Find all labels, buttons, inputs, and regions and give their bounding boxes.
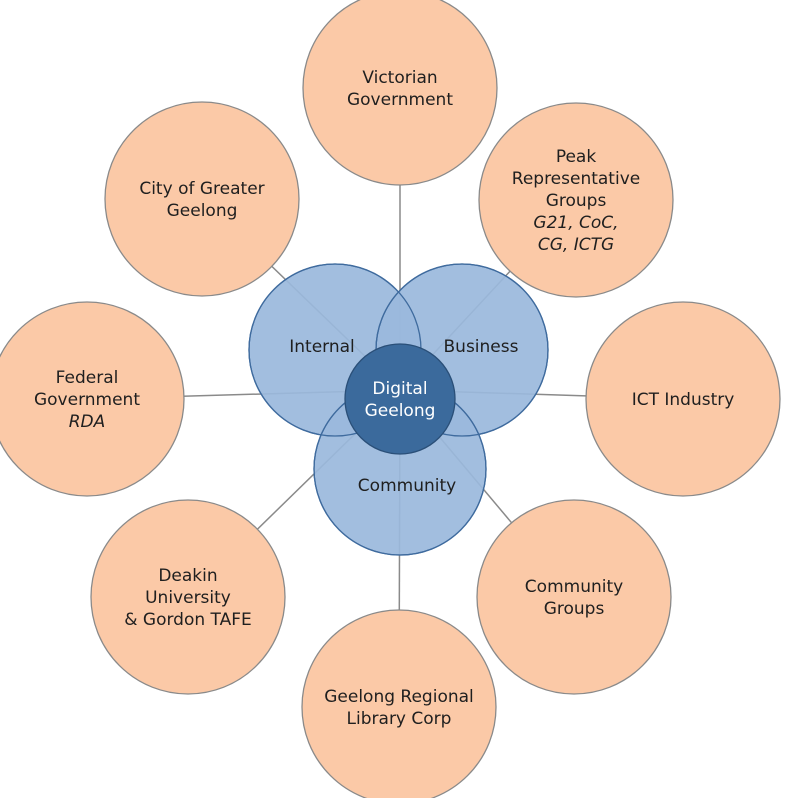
stakeholder-label: Federal [56,368,119,388]
core-label: Digital [372,379,427,399]
stakeholder-circle [585,301,781,497]
sector-label-community: Community [358,476,456,496]
stakeholder-circle [301,609,497,798]
stakeholder-ict-industry: ICT Industry [585,301,781,497]
stakeholder-label: Peak [556,147,597,167]
stakeholder-circle [478,102,674,298]
sector-label-business: Business [444,337,519,357]
sector-label-internal: Internal [289,337,355,357]
stakeholder-label: Government [347,90,453,110]
stakeholder-label: Library Corp [347,709,452,729]
core-circle [344,343,456,455]
stakeholder-label: Representative [512,169,640,189]
stakeholder-circle [0,301,185,497]
stakeholder-circle [476,499,672,695]
stakeholder-label: & Gordon TAFE [124,610,252,630]
stakeholder-circles: VictorianGovernmentPeakRepresentativeGro… [0,0,781,798]
stakeholder-circle [302,0,498,186]
stakeholder-label: Groups [544,599,605,619]
stakeholder-label: Government [34,390,140,410]
stakeholder-label: City of Greater [139,179,264,199]
stakeholder-label: Geelong Regional [324,687,474,707]
stakeholder-label: Deakin [158,566,217,586]
stakeholder-detail: G21, CoC, [533,213,618,233]
stakeholder-detail: CG, ICTG [538,235,614,255]
stakeholder-label: Groups [546,191,607,211]
stakeholder-label: Victorian [362,68,437,88]
stakeholder-circle [104,101,300,297]
stakeholder-detail: RDA [69,412,106,432]
stakeholder-label: ICT Industry [632,390,735,410]
stakeholder-label: University [145,588,231,608]
core-label: Geelong [365,401,436,421]
stakeholder-circle [90,499,286,695]
stakeholder-label: Geelong [167,201,238,221]
stakeholder-label: Community [525,577,623,597]
